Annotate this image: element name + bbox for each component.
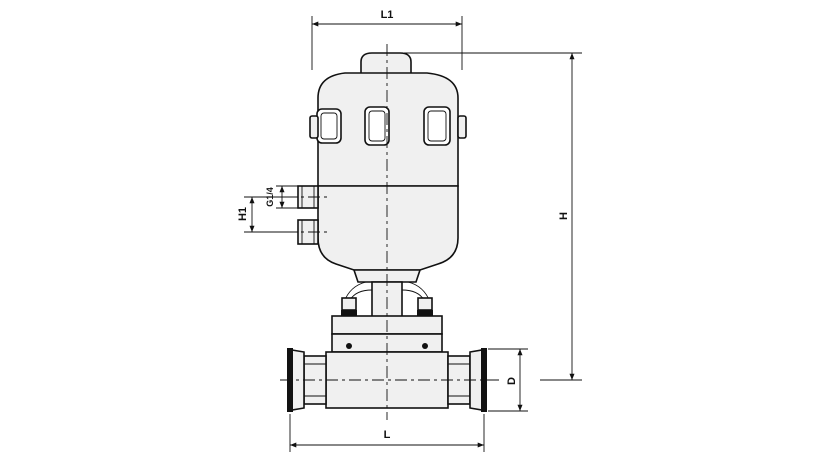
dimension-h1-label: H1 xyxy=(237,207,249,221)
dimension-l1-label: L1 xyxy=(381,9,394,21)
dimension-l1: L1 xyxy=(311,9,463,70)
dimension-d-label: D xyxy=(506,377,518,385)
dimension-l: L xyxy=(289,414,485,452)
dimension-h: H xyxy=(404,52,582,381)
dimension-d: D xyxy=(488,348,528,412)
dimension-h1: H1 xyxy=(237,196,298,233)
actuator-housing xyxy=(309,52,467,271)
dimension-thread-label: G1/4 xyxy=(265,187,275,207)
dimension-h-label: H xyxy=(558,212,570,220)
dimension-l-label: L xyxy=(384,429,391,441)
dimension-thread: G1/4 xyxy=(265,185,298,209)
